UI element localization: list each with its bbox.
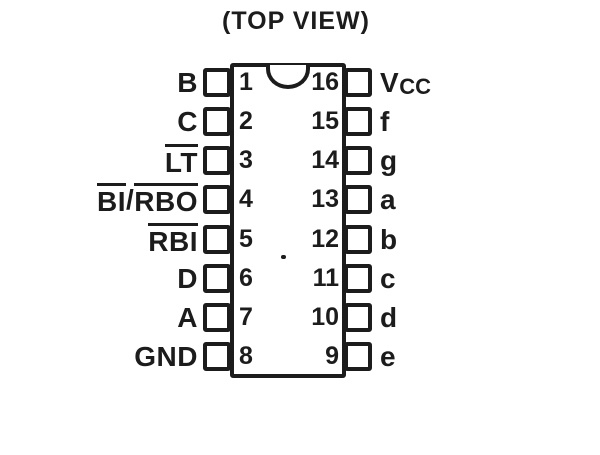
pin-label-part: CC xyxy=(399,73,431,99)
pin-label-14: g xyxy=(380,146,398,175)
pin-number-13: 13 xyxy=(311,185,339,213)
pin-label-8: GND xyxy=(134,342,198,371)
pin-number-2: 2 xyxy=(239,107,253,135)
pin-box-3 xyxy=(203,146,231,175)
pin-box-6 xyxy=(203,264,231,293)
pin-number-12: 12 xyxy=(311,225,339,253)
diagram-title: (TOP VIEW) xyxy=(222,7,370,35)
pin-label-part: RBI xyxy=(148,223,198,256)
pin-label-part: RBO xyxy=(134,183,198,216)
pin-label-part: c xyxy=(380,262,397,294)
pin-label-3: LT xyxy=(164,144,198,177)
pin-label-2: C xyxy=(177,107,198,136)
pin-number-5: 5 xyxy=(239,225,253,253)
pin-label-5: RBI xyxy=(148,223,198,256)
pin-number-15: 15 xyxy=(311,107,339,135)
pin-label-part: b xyxy=(380,223,398,255)
pin-number-11: 11 xyxy=(312,264,339,292)
orientation-notch xyxy=(266,65,310,89)
pin-box-10 xyxy=(344,303,372,332)
pin-label-7: A xyxy=(177,303,198,332)
pin-label-part: C xyxy=(177,105,198,137)
ic-body xyxy=(230,63,346,378)
pin-label-part: f xyxy=(380,105,390,137)
pin-label-part: BI xyxy=(96,183,126,216)
pin-box-11 xyxy=(344,264,372,293)
pin-label-part: V xyxy=(380,66,400,98)
pin-box-16 xyxy=(344,68,372,97)
pin-label-10: d xyxy=(380,303,398,332)
pin-box-4 xyxy=(203,185,231,214)
pin-box-7 xyxy=(203,303,231,332)
pin-label-part: B xyxy=(177,66,198,98)
pin-number-3: 3 xyxy=(239,146,253,174)
pin-label-6: D xyxy=(177,264,198,293)
pin-box-9 xyxy=(344,342,372,371)
pin-label-part: g xyxy=(380,144,398,176)
pin-box-5 xyxy=(203,225,231,254)
pin-number-16: 16 xyxy=(311,68,339,96)
pin-label-part: e xyxy=(380,340,397,372)
pin-box-15 xyxy=(344,107,372,136)
pin-label-part: GND xyxy=(134,340,198,372)
pin-number-7: 7 xyxy=(239,303,253,331)
pin-label-1: B xyxy=(177,68,198,97)
pin-box-8 xyxy=(203,342,231,371)
pin-label-part: a xyxy=(380,183,397,215)
pin-label-part: d xyxy=(380,301,398,333)
pin-number-6: 6 xyxy=(239,264,253,292)
pin-box-2 xyxy=(203,107,231,136)
pin-box-14 xyxy=(344,146,372,175)
pin-label-part: / xyxy=(125,183,135,215)
pin-label-part: A xyxy=(177,301,198,333)
center-dot xyxy=(281,255,286,259)
pin-number-1: 1 xyxy=(239,68,253,96)
pin-box-12 xyxy=(344,225,372,254)
pin-label-15: f xyxy=(380,107,390,136)
pin-number-8: 8 xyxy=(239,342,253,370)
pin-number-14: 14 xyxy=(311,146,339,174)
pin-label-12: b xyxy=(380,225,398,254)
pin-label-part: D xyxy=(177,262,198,294)
pin-label-11: c xyxy=(380,264,396,293)
pin-box-13 xyxy=(344,185,372,214)
pin-label-4: BI/RBO xyxy=(96,183,198,216)
pin-box-1 xyxy=(203,68,231,97)
pin-label-part: LT xyxy=(164,144,198,177)
pin-number-4: 4 xyxy=(239,185,253,213)
pin-number-9: 9 xyxy=(325,342,339,370)
pin-label-13: a xyxy=(380,185,396,214)
pin-number-10: 10 xyxy=(311,303,339,331)
pin-label-9: e xyxy=(380,342,396,371)
